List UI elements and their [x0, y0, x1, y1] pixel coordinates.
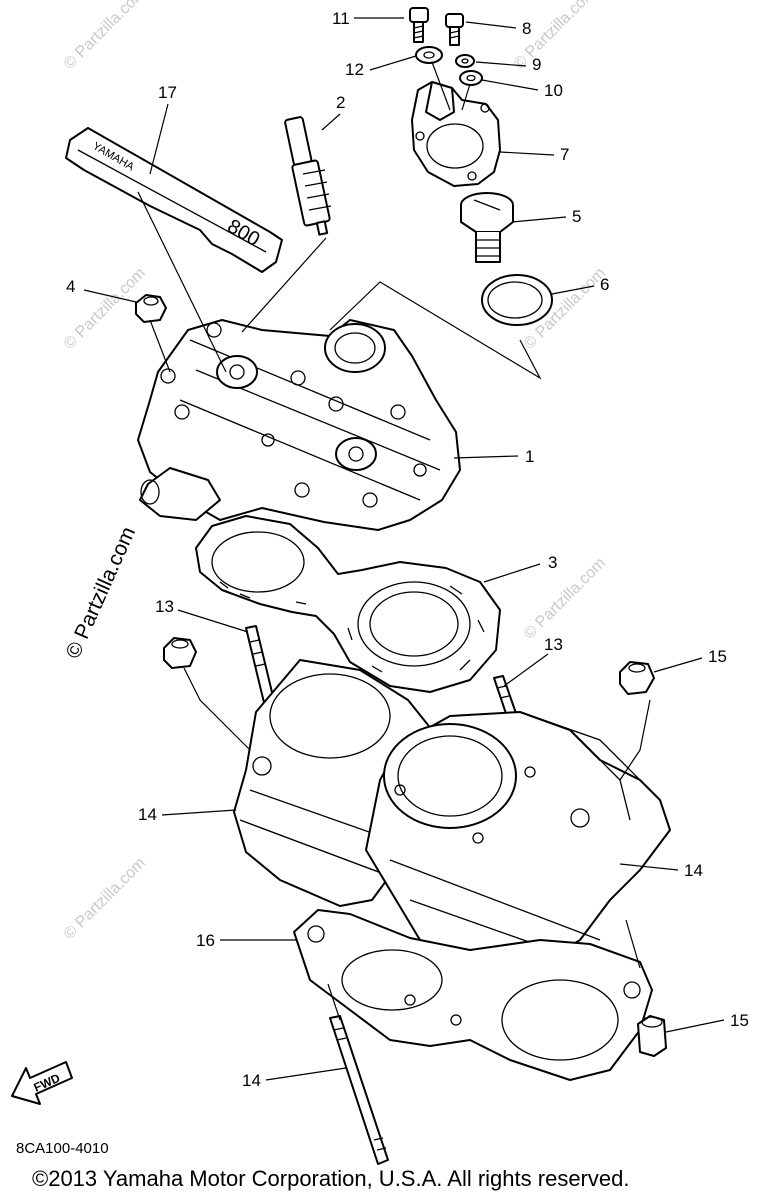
- callout-17: 15: [708, 647, 727, 666]
- part-6-seal-ring[interactable]: [481, 274, 553, 326]
- part-nut-left[interactable]: [163, 637, 197, 669]
- part-5-thermostat[interactable]: [460, 192, 514, 263]
- part-10-washer[interactable]: [459, 70, 483, 86]
- callout-15: 14: [242, 1071, 261, 1090]
- callout-3: 3: [548, 553, 557, 572]
- part-2-spark-plug[interactable]: [284, 116, 332, 236]
- diagram-code: 8CA100-4010: [16, 1140, 109, 1157]
- part-15-stud[interactable]: [329, 1015, 389, 1165]
- callout-16: 15: [730, 1011, 749, 1030]
- watermark: © Partzilla.com: [521, 555, 609, 643]
- assembly-lines: [137, 61, 651, 1021]
- callout-13-left: 13: [155, 597, 174, 616]
- part-7-thermostat-cover[interactable]: [411, 81, 501, 187]
- callout-2: 2: [336, 93, 345, 112]
- callout-5: 5: [572, 207, 581, 226]
- callout-11: 11: [332, 9, 350, 28]
- part-11-bolt[interactable]: [409, 7, 429, 43]
- copyright-text: ©2013 Yamaha Motor Corporation, U.S.A. A…: [32, 1166, 630, 1191]
- part-17-nut[interactable]: [619, 661, 655, 695]
- callout-6: 6: [600, 275, 609, 294]
- callout-4: 4: [66, 277, 75, 296]
- part-8-bolt[interactable]: [445, 13, 464, 46]
- part-3-head-gasket[interactable]: [195, 515, 501, 693]
- part-9-washer[interactable]: [455, 54, 475, 68]
- callout-14-left: 14: [138, 805, 157, 824]
- part-12-washer[interactable]: [415, 46, 443, 64]
- part-16-dowel[interactable]: [637, 1015, 667, 1057]
- callout-14-right: 14: [684, 861, 703, 880]
- watermark: © Partzilla.com: [61, 0, 149, 73]
- callouts: 11 8 12 9 10 17 2 7 5 4 6 1 3 13 13 15 1…: [66, 9, 749, 1090]
- callout-8: 8: [522, 19, 531, 38]
- callout-9: 9: [532, 55, 541, 74]
- callout-10: 10: [544, 81, 563, 100]
- watermark-main: © Partzilla.com: [62, 523, 141, 662]
- callout-12: 12: [345, 60, 364, 79]
- part-4-nut[interactable]: [135, 294, 167, 323]
- part-19-decal[interactable]: YAMAHA 800: [65, 127, 283, 273]
- callout-13-right: 13: [544, 635, 563, 654]
- part-1-cylinder-head[interactable]: [137, 319, 461, 531]
- callout-19: 17: [158, 83, 177, 102]
- watermark: © Partzilla.com: [61, 855, 149, 943]
- callout-7: 7: [560, 145, 569, 164]
- callout-1: 1: [525, 447, 534, 466]
- callout-18: 16: [196, 931, 215, 950]
- fwd-arrow-icon: FWD: [11, 1061, 73, 1105]
